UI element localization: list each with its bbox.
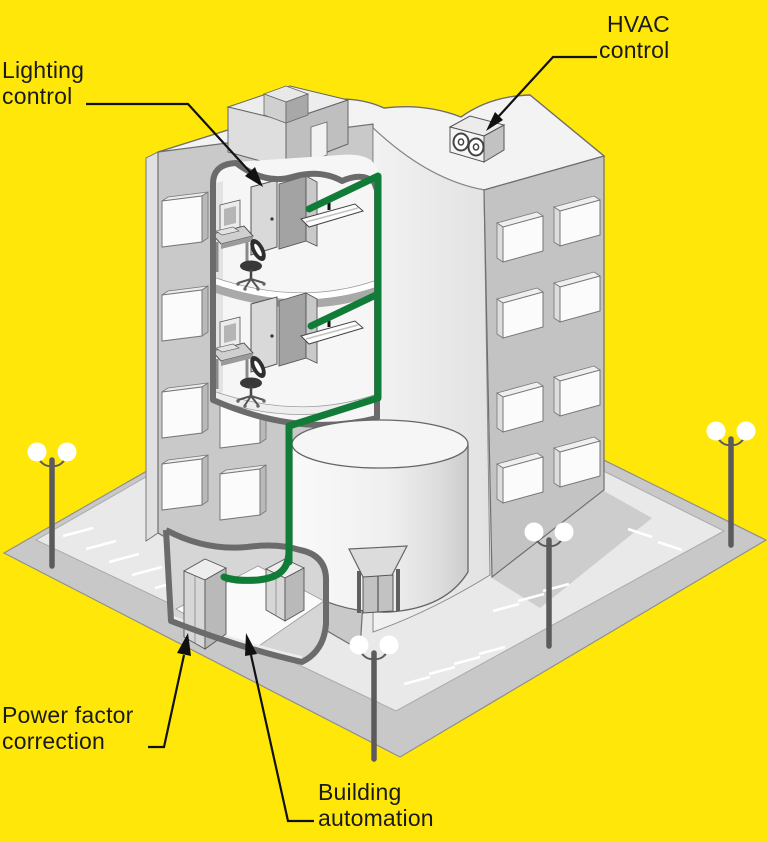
label-lighting-control: Lighting control — [2, 57, 85, 109]
plant-room-slab — [171, 615, 302, 662]
label-power-factor-correction: Power factor correction — [2, 702, 134, 754]
leader-building-automation — [249, 654, 314, 823]
leader-hvac-control — [498, 55, 597, 117]
cable-branch-power-factor — [220, 546, 293, 584]
arrowhead-building-automation — [245, 633, 257, 656]
floor-slab-edge — [213, 284, 377, 308]
callout-arrowheads — [177, 112, 503, 656]
cable-branch-lower-office — [307, 290, 382, 330]
building-sidewalk-band — [492, 491, 652, 608]
green-cable — [220, 172, 382, 584]
entrance-canopy — [348, 545, 409, 614]
window — [161, 454, 209, 511]
hvac-fan-icon — [452, 132, 485, 157]
office-floors-cutaway — [210, 154, 380, 428]
window — [219, 464, 267, 521]
label-hvac-control: HVAC control — [599, 11, 670, 63]
label-building-automation: Building automation — [318, 779, 434, 831]
window — [161, 191, 209, 248]
arrowhead-lighting — [245, 167, 263, 187]
leader-power-factor — [148, 654, 186, 749]
cable-riser — [285, 172, 382, 566]
penthouse-roof-box — [262, 85, 310, 124]
leader-lighting-control — [86, 102, 251, 173]
cylindrical-tower — [291, 419, 469, 613]
arrowhead-power-factor — [177, 633, 191, 656]
window — [161, 382, 209, 439]
arrowhead-hvac — [486, 112, 503, 131]
callout-leaders — [86, 55, 597, 823]
rooftop-penthouse — [226, 85, 350, 169]
window — [161, 285, 209, 342]
building-automation-cabinet — [264, 558, 306, 622]
building-left-corner-strip — [145, 151, 159, 542]
hvac-unit-icon — [448, 115, 506, 163]
penthouse-door — [310, 121, 328, 162]
cutaway-rim — [210, 160, 380, 428]
plant-room-rim — [163, 527, 329, 665]
